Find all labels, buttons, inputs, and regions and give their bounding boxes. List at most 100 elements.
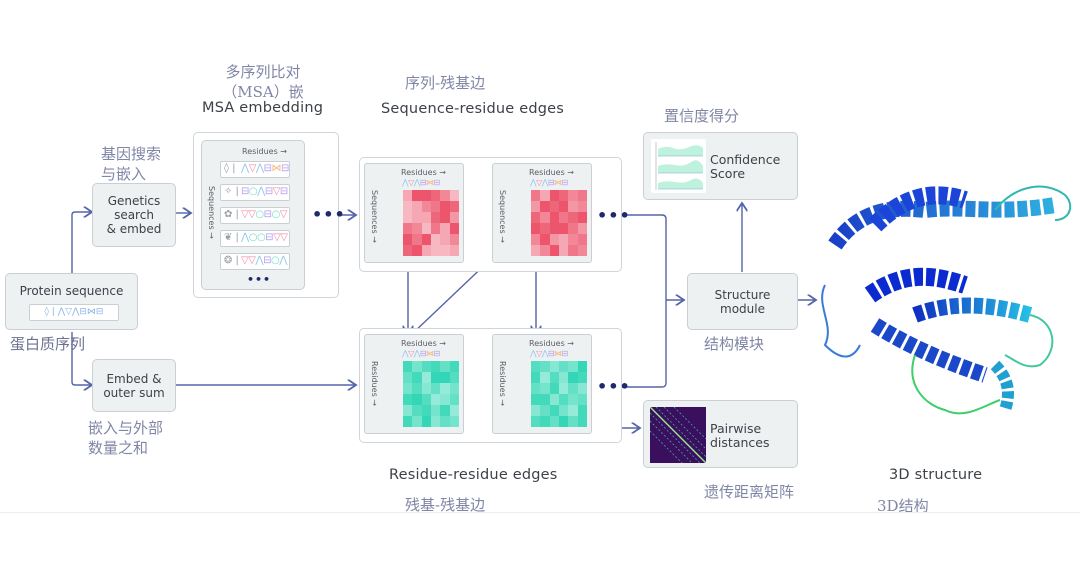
heatmap-cell: [568, 383, 578, 394]
bottom-divider: [0, 512, 1080, 513]
heatmap-cell: [540, 372, 550, 383]
heatmap-cell: [430, 223, 441, 234]
heatmap-cell: [568, 245, 578, 256]
heatmap-cell: [540, 223, 550, 234]
heatmap-cell: [549, 201, 559, 212]
heatmap-cell: [430, 212, 441, 223]
embed-zh-line2: 数量之和: [88, 439, 149, 457]
sequence-species-icon: ◊ |: [224, 163, 236, 174]
arrow-protein-to-genetics: [71, 212, 92, 278]
heatmap-cell: [412, 383, 422, 394]
structure3d-title: 3D structure: [889, 467, 983, 483]
heatmap-cell: [421, 190, 431, 201]
arrow-protein-to-embed: [71, 332, 92, 385]
heatmap-cell: [577, 372, 587, 383]
heatmap-cell: [577, 212, 587, 223]
heatmap-cell: [549, 234, 559, 245]
msa-continue-dots: •••: [312, 205, 346, 224]
heatmap-grid: [531, 361, 587, 427]
heatmap-cell: [421, 234, 431, 245]
heatmap-cell: [577, 245, 587, 256]
structure3d-zh: 3D结构: [877, 497, 929, 515]
pairwise-label-line2: distances: [710, 435, 770, 450]
heatmap-grid: [531, 190, 587, 256]
heatmap-cell: [531, 223, 541, 234]
heatmap-cell: [440, 383, 450, 394]
heatmap-cell: [412, 416, 422, 427]
heatmap-cell: [540, 201, 550, 212]
heatmap-cell: [421, 394, 431, 405]
resres-zh: 残基-残基边: [405, 496, 486, 514]
heatmap-cell: [577, 394, 587, 405]
heatmap-cell: [449, 201, 459, 212]
protein-3d-structure-image: [821, 185, 1072, 415]
genetics-label-line1: Genetics: [107, 194, 161, 208]
heatmap-cell: [421, 372, 431, 383]
heatmap-cell: [540, 234, 550, 245]
heatmap-cell: [449, 212, 459, 223]
heatmap-cell: [403, 383, 413, 394]
heatmap-cell: [403, 416, 413, 427]
heatmap-cell: [558, 201, 569, 212]
heatmap-cell: [403, 372, 413, 383]
heatmap-cell: [421, 416, 431, 427]
heatmap-cell: [531, 234, 541, 245]
heatmap-cell: [558, 394, 569, 405]
heatmap-cell: [531, 212, 541, 223]
heatmap-grid: [403, 190, 459, 256]
heatmap-cell: [531, 405, 541, 416]
heatmap-cell: [449, 234, 459, 245]
heatmap-cell: [568, 190, 578, 201]
heatmap-cell: [421, 201, 431, 212]
heatmap-cell: [403, 190, 413, 201]
heatmap-cell: [430, 405, 441, 416]
matrix-residues-label: Residues →: [529, 168, 574, 177]
heatmap-cell: [403, 201, 413, 212]
msa-inner: Residues → Sequences → ◊ |⋀▽⋀⊟⋈⊟✧ |⊟○⋀⊟▽…: [201, 140, 305, 290]
heatmap-cell: [568, 223, 578, 234]
heatmap-cell: [412, 234, 422, 245]
matrix-residue-glyphs: ⋀▽⋀⊟⋈⊟: [530, 349, 568, 358]
confidence-label-line1: Confidence: [710, 152, 781, 167]
heatmap-cell: [577, 416, 587, 427]
msa-more-dots: •••: [247, 273, 272, 286]
heatmap-cell: [449, 416, 459, 427]
seqres-matrix-a: Residues →⋀▽⋀⊟⋈⊟Sequences →: [364, 163, 464, 263]
heatmap-cell: [430, 245, 441, 256]
heatmap-cell: [430, 416, 441, 427]
heatmap-cell: [531, 201, 541, 212]
matrix-side-label: Residues →: [498, 361, 507, 406]
heatmap-cell: [558, 245, 569, 256]
heatmap-cell: [577, 405, 587, 416]
msa-embedding-panel: Residues → Sequences → ◊ |⋀▽⋀⊟⋈⊟✧ |⊟○⋀⊟▽…: [193, 132, 345, 298]
heatmap-cell: [540, 361, 550, 372]
heatmap-cell: [558, 234, 569, 245]
heatmap-cell: [540, 394, 550, 405]
heatmap-cell: [577, 234, 587, 245]
confidence-label-line2: Score: [710, 166, 746, 181]
pairwise-zh: 遗传距离矩阵: [704, 483, 795, 501]
structure-label-line2: module: [720, 302, 765, 316]
msa-sequences-label: Sequences →: [207, 186, 216, 239]
heatmap-cell: [430, 372, 441, 383]
resres-continue-dots: •••: [597, 377, 631, 396]
heatmap-cell: [449, 405, 459, 416]
heatmap-cell: [403, 234, 413, 245]
heatmap-cell: [440, 245, 450, 256]
matrix-residue-glyphs: ⋀▽⋀⊟⋈⊟: [402, 178, 440, 187]
pairwise-label-line1: Pairwise: [710, 421, 762, 436]
heatmap-cell: [531, 394, 541, 405]
heatmap-cell: [558, 383, 569, 394]
heatmap-cell: [568, 416, 578, 427]
heatmap-cell: [540, 212, 550, 223]
heatmap-cell: [412, 245, 422, 256]
heatmap-cell: [549, 394, 559, 405]
confidence-chart-icon: [651, 139, 706, 193]
heatmap-cell: [558, 405, 569, 416]
heatmap-cell: [449, 394, 459, 405]
genetics-search-node: Genetics search & embed: [92, 183, 176, 247]
heatmap-cell: [403, 223, 413, 234]
heatmap-cell: [412, 190, 422, 201]
heatmap-cell: [531, 416, 541, 427]
heatmap-cell: [558, 372, 569, 383]
